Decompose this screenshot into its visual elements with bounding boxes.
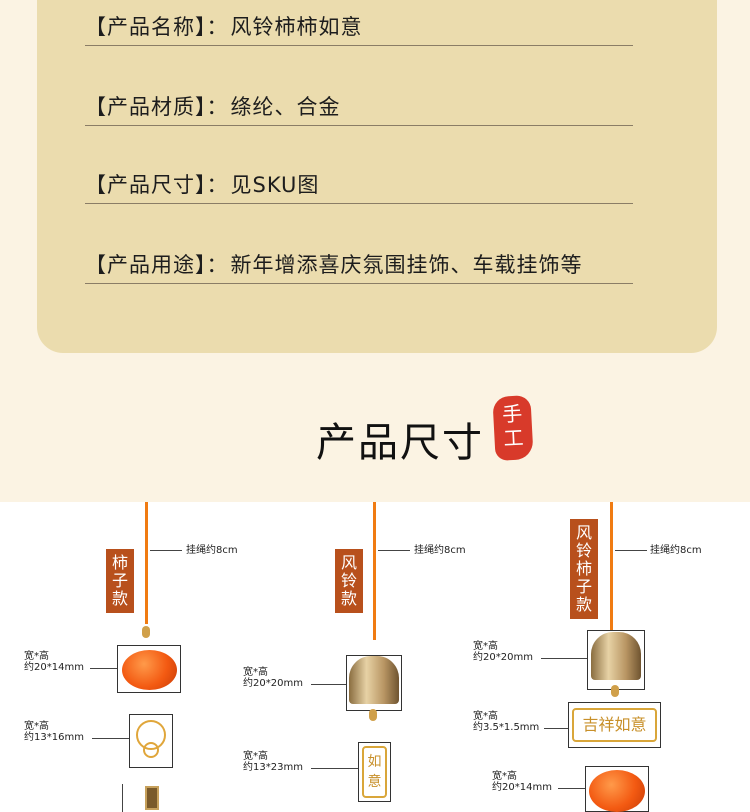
dimension-label: 宽*高 [492, 771, 517, 782]
style-tag-text: 柿子款 [112, 553, 129, 608]
dimension-label: 宽*高 [24, 721, 49, 732]
bell-clapper [145, 786, 159, 810]
leader-line [558, 788, 585, 789]
gold-bead [369, 709, 377, 721]
cord-length-note: 挂绳约8cm [650, 545, 702, 556]
style-tag: 柿子款 [106, 549, 134, 613]
info-value: 新年增添喜庆氛围挂饰、车载挂饰等 [230, 252, 583, 277]
leader-line [122, 784, 123, 812]
chinese-knot-charm-lower [143, 742, 159, 758]
plaque-text: 如意 [367, 754, 382, 790]
seal-text: 手工 [501, 401, 525, 451]
style-tag: 风铃款 [335, 549, 363, 613]
jixiang-ruyi-plaque: 吉祥如意 [572, 708, 657, 742]
dimension-value: 约13*16mm [24, 732, 84, 743]
info-row-material: 【产品材质】： 绦纶、合金 [85, 86, 633, 126]
cord-length-note: 挂绳约8cm [414, 545, 466, 556]
knot-dimension-box [129, 714, 173, 768]
gold-bead [611, 685, 619, 697]
info-label: 【产品名称】： [85, 14, 229, 39]
info-label: 【产品用途】： [85, 252, 229, 277]
dimension-label: 宽*高 [243, 751, 268, 762]
product-info-card: 【产品名称】： 风铃柿柿如意 【产品材质】： 绦纶、合金 【产品尺寸】： 见SK… [37, 0, 717, 353]
leader-line [544, 728, 568, 729]
dimension-label: 宽*高 [243, 667, 268, 678]
hanging-cord [373, 502, 376, 640]
cord-length-note: 挂绳约8cm [186, 545, 238, 556]
plaque-dimension-box [358, 742, 391, 802]
info-value: 见SKU图 [230, 172, 320, 197]
dimension-value: 约20*14mm [24, 662, 84, 673]
leader-line [541, 658, 587, 659]
style-tag-text: 风铃柿子款 [576, 523, 593, 614]
hanging-cord [610, 502, 613, 630]
product-size-panel: 挂绳约8cm 柿子款 宽*高 约20*14mm 宽*高 约13*16mm 挂绳约… [0, 502, 750, 812]
bell-charm [591, 632, 641, 680]
dimension-value: 约3.5*1.5mm [473, 722, 540, 733]
dimension-value: 约20*20mm [243, 678, 303, 689]
hanging-cord [145, 502, 148, 624]
leader-line [150, 550, 182, 551]
info-value: 绦纶、合金 [230, 94, 341, 119]
info-value: 风铃柿柿如意 [230, 14, 363, 39]
leader-line [311, 684, 346, 685]
style-tag-text: 风铃款 [341, 553, 358, 608]
plaque-dimension-box [568, 702, 661, 748]
dimension-label: 宽*高 [473, 641, 498, 652]
info-row-size: 【产品尺寸】： 见SKU图 [85, 164, 633, 204]
ruyi-plaque: 如意 [362, 746, 387, 798]
persimmon-dimension-box [117, 645, 181, 693]
info-row-usage: 【产品用途】： 新年增添喜庆氛围挂饰、车载挂饰等 [85, 244, 633, 284]
dimension-label: 宽*高 [24, 651, 49, 662]
leader-line [378, 550, 410, 551]
leader-line [615, 550, 647, 551]
section-title: 产品尺寸 [316, 420, 484, 466]
leader-line [92, 738, 129, 739]
style-tag: 风铃柿子款 [570, 519, 598, 619]
info-label: 【产品材质】： [85, 94, 229, 119]
leader-line [311, 768, 358, 769]
leader-line [90, 668, 117, 669]
dimension-value: 约20*20mm [473, 652, 533, 663]
persimmon-charm [122, 650, 177, 690]
dimension-value: 约20*14mm [492, 782, 552, 793]
dimension-value: 约13*23mm [243, 762, 303, 773]
plaque-text: 吉祥如意 [582, 715, 647, 734]
handmade-seal-icon: 手工 [492, 395, 534, 461]
gold-bead [142, 626, 150, 638]
bell-charm [349, 656, 399, 704]
dimension-label: 宽*高 [473, 711, 498, 722]
info-label: 【产品尺寸】： [85, 172, 229, 197]
info-row-name: 【产品名称】： 风铃柿柿如意 [85, 6, 633, 46]
persimmon-charm [589, 770, 645, 812]
